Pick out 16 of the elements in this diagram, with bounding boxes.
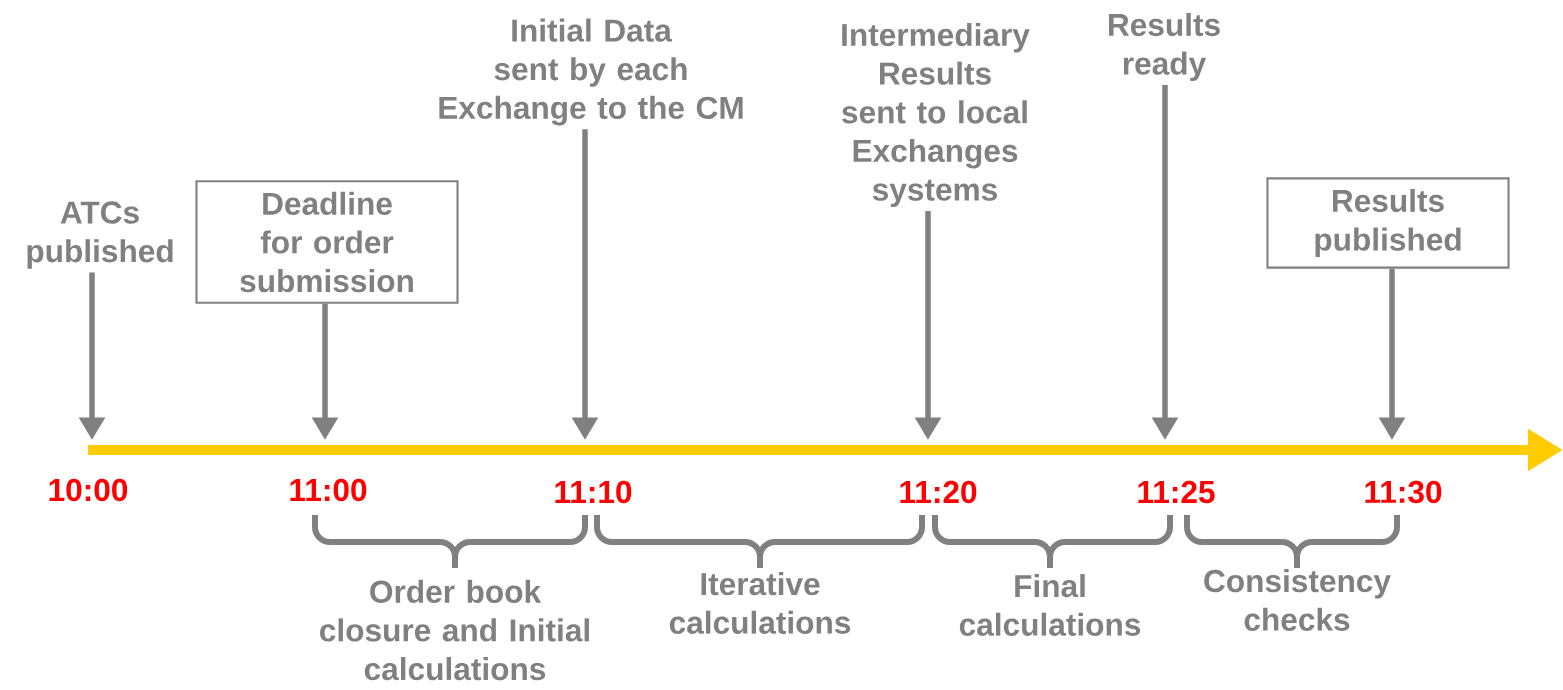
phase-label: Consistency checks <box>1204 569 1391 631</box>
time-label: 11:00 <box>290 478 367 502</box>
time-label: 11:25 <box>1138 480 1215 504</box>
event-label: ATCs published <box>27 201 173 269</box>
phase-label: Iterative calculations <box>669 572 851 634</box>
time-label: 11:20 <box>900 480 977 504</box>
time-label: 10:00 <box>49 478 128 502</box>
event-label: Intermediary Results sent to local Exchanges systems <box>842 22 1030 208</box>
phase-label: Final calculations <box>959 574 1141 636</box>
event-label: Results ready <box>1109 12 1220 82</box>
event-box: Deadline for order submission <box>195 180 459 304</box>
event-box: Results published <box>1266 177 1510 269</box>
phase-label: Order book closure and Initial calculations <box>320 579 589 681</box>
time-label: 11:30 <box>1365 480 1442 504</box>
event-label: Initial Data sent by each Exchange to the CM <box>439 18 743 126</box>
time-label: 11:10 <box>555 480 632 504</box>
